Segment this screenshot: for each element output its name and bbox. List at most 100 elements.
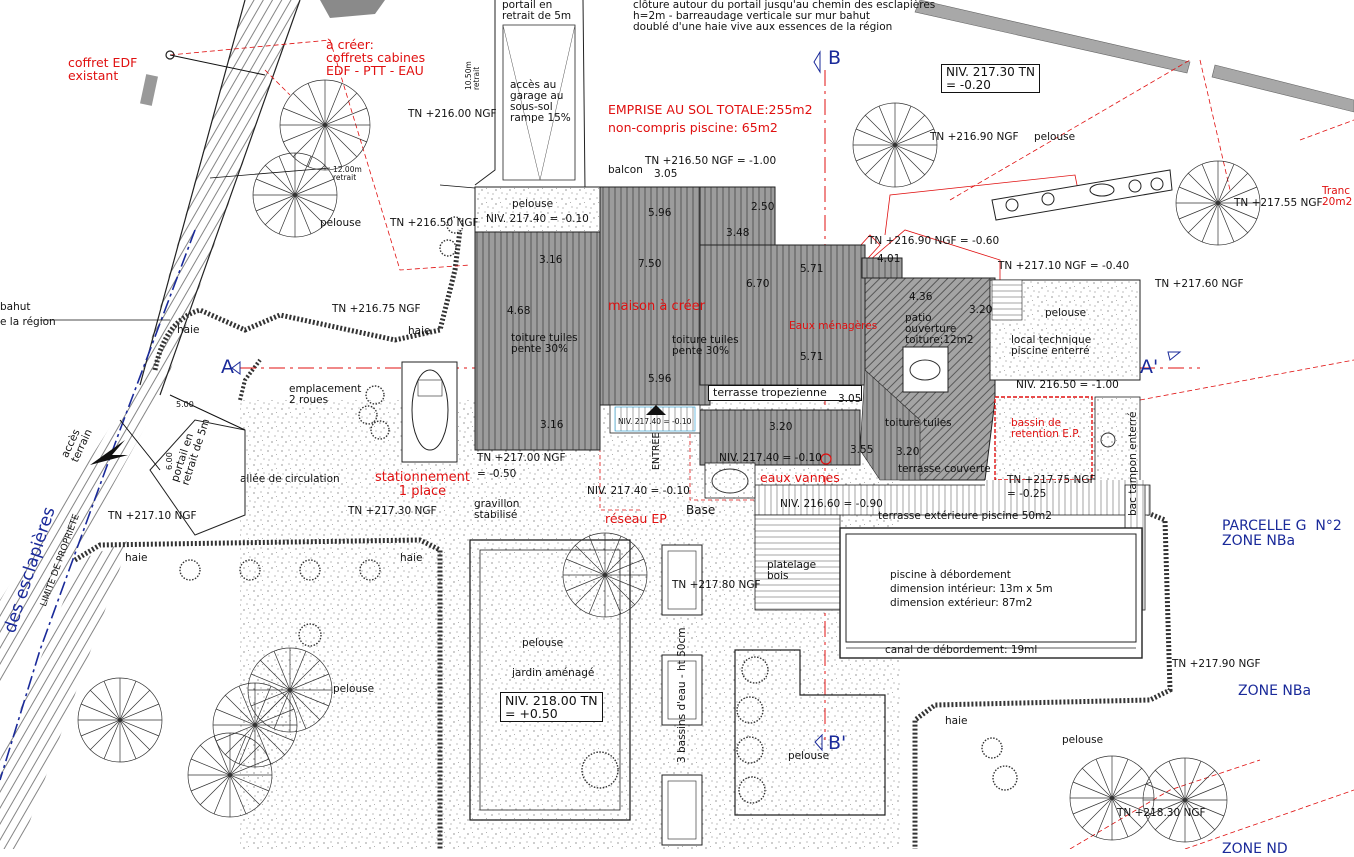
- dim-571-bottom: 5.71: [800, 351, 824, 363]
- terrasse-tropezienne-box: terrasse tropezienne: [708, 385, 862, 401]
- section-a-prime-label: A': [1140, 356, 1159, 378]
- bassins-eau-label: 3 bassins d'eau - ht 50cm: [676, 627, 688, 763]
- tn-216-50-balcon: TN +216.50 NGF = -1.00: [645, 155, 777, 167]
- balcon-label: balcon: [608, 164, 643, 176]
- section-b-label: B: [828, 47, 842, 69]
- platelage-label: platelage bois: [767, 559, 817, 583]
- niv-216-60: NIV. 216.60 = -0.90: [780, 498, 883, 510]
- pelouse-top-right: pelouse: [1034, 131, 1076, 143]
- tn-216-90-b: TN +216.90 NGF = -0.60: [868, 235, 1000, 247]
- local-technique-label: local technique piscine enterré: [1011, 334, 1092, 358]
- terrasse-couverte-label: terrasse couverte: [898, 463, 991, 475]
- tn-217-00-b: = -0.50: [477, 468, 517, 480]
- tn-217-30: TN +217.30 NGF: [348, 505, 437, 517]
- portail-top-label: portail en retrait de 5m: [502, 0, 572, 23]
- niv-216-50: NIV. 216.50 = -1.00: [1016, 379, 1119, 391]
- coffret-edf-label: coffret EDF existant: [68, 55, 138, 84]
- parcelle-label: PARCELLE G N°2 ZONE NBa: [1222, 518, 1342, 549]
- toiture-label-3: toiture tuiles: [885, 417, 952, 429]
- zone-nd-label: ZONE ND: [1222, 841, 1288, 857]
- bahut-label: bahut e la région: [0, 301, 56, 328]
- haie-label-1: haie: [177, 324, 200, 336]
- emplacement-2-roues-label: emplacement 2 roues: [289, 383, 362, 407]
- tn-217-75-b: = -0.25: [1007, 488, 1047, 500]
- retrait-1200-label: 12.00m retrait: [333, 165, 362, 182]
- pelouse-bottom: pelouse: [788, 750, 830, 762]
- tn-217-10: TN +217.10 NGF = -0.40: [998, 260, 1130, 272]
- dim-320-left: 3.20: [769, 421, 793, 433]
- toiture-label-1: toiture tuiles pente 30%: [511, 332, 578, 356]
- niv-217-40-terrace: NIV. 217.40 = -0.10: [486, 213, 589, 225]
- pelouse-right: pelouse: [1062, 734, 1104, 746]
- dim-355: 3.55: [850, 444, 874, 456]
- patio-label: patio ouverture toiture:12m2: [905, 312, 974, 347]
- niv-218-00-box: NIV. 218.00 TN = +0.50: [500, 692, 603, 723]
- toiture-label-2: toiture tuiles pente 30%: [672, 334, 739, 358]
- jardin-amenage-label: jardin aménagé: [512, 667, 595, 679]
- dim-596-top: 5.96: [648, 207, 672, 219]
- zone-nba-label: ZONE NBa: [1238, 683, 1312, 699]
- tn-218-30: TN +218.30 NGF: [1117, 807, 1206, 819]
- dim-401: 4.01: [877, 253, 901, 265]
- pelouse-left: pelouse: [320, 217, 362, 229]
- entree-label: ENTREE: [651, 432, 662, 470]
- tn-217-90: TN +217.90 NGF: [1172, 658, 1261, 670]
- a-creer-label: à créer: coffrets cabines EDF - PTT - EA…: [326, 37, 426, 79]
- maison-label: maison à créer: [608, 299, 705, 314]
- tn-217-60: TN +217.60 NGF: [1155, 278, 1244, 290]
- emprise-label: EMPRISE AU SOL TOTALE:255m2 non-compris …: [608, 102, 813, 136]
- eaux-vannes-label: eaux vannes: [760, 470, 840, 485]
- dim-348: 3.48: [726, 227, 750, 239]
- eaux-menageres-label: Eaux ménagères: [789, 320, 878, 332]
- tn-216-50: TN +216.50 NGF: [390, 217, 479, 229]
- pelouse-bottom-left: pelouse: [333, 683, 375, 695]
- allee-circulation-label: allée de circulation: [240, 473, 340, 485]
- stationnement-label: stationnement 1 place: [375, 470, 470, 499]
- tn-217-55: TN +217.55 NGF: [1234, 197, 1323, 209]
- base-label: Base: [686, 503, 716, 517]
- niv-217-30-box: NIV. 217.30 TN = -0.20: [941, 64, 1040, 94]
- dim-600: 6.00: [165, 452, 174, 470]
- haie-label-2: haie: [408, 325, 431, 337]
- dim-750: 7.50: [638, 258, 662, 270]
- pelouse-terrace: pelouse: [512, 198, 554, 210]
- pelouse-local: pelouse: [1045, 307, 1087, 319]
- bac-tampon-label: bac tampon enterré: [1127, 411, 1139, 516]
- dim-571-top: 5.71: [800, 263, 824, 275]
- terrasse-exterieure-label: terrasse extérieure piscine 50m2: [878, 510, 1052, 522]
- bassin-retention-label: bassin de retention E.P.: [1011, 417, 1081, 441]
- dim-500: 5.00: [176, 400, 194, 409]
- dim-320-patio: 3.20: [969, 304, 993, 316]
- retrait-1050-label: 10.50m retrait: [464, 61, 481, 90]
- tranche-label: Tranc 20m2: [1322, 185, 1353, 209]
- niv-217-40-entree: NIV. 217.40 = -0.10: [618, 417, 692, 426]
- section-a-label: A: [221, 356, 234, 378]
- dim-436: 4.36: [909, 291, 933, 303]
- tn-217-10-left: TN +217.10 NGF: [108, 510, 197, 522]
- dim-468: 4.68: [507, 305, 531, 317]
- dim-596-bottom: 5.96: [648, 373, 672, 385]
- acces-garage-label: accès au garage au sous-sol rampe 15%: [510, 79, 571, 125]
- cloture-note: clôture autour du portail jusqu'au chemi…: [633, 0, 936, 34]
- tn-216-90: TN +216.90 NGF: [930, 131, 1019, 143]
- haie-label-3: haie: [125, 552, 148, 564]
- dim-670: 6.70: [746, 278, 770, 290]
- niv-217-40-base: NIV. 217.40 = -0.10: [587, 485, 690, 497]
- tn-217-75: TN +217.75 NGF: [1007, 474, 1096, 486]
- tn-217-80: TN +217.80 NGF: [672, 579, 761, 591]
- canal-label: canal de débordement: 19ml: [885, 644, 1038, 656]
- tn-216-00: TN +216.00 NGF: [408, 108, 497, 120]
- pelouse-jardin: pelouse: [522, 637, 564, 649]
- haie-label-5: haie: [945, 715, 968, 727]
- dim-250: 2.50: [751, 201, 775, 213]
- tn-216-75: TN +216.75 NGF: [332, 303, 421, 315]
- dim-316-top: 3.16: [539, 254, 563, 266]
- piscine-label: piscine à débordement dimension intérieu…: [890, 569, 1053, 610]
- tn-217-00: TN +217.00 NGF: [477, 452, 566, 464]
- dim-305-bottom: 3.05: [838, 393, 862, 405]
- haie-label-4: haie: [400, 552, 423, 564]
- dim-305-top: 3.05: [654, 168, 678, 180]
- reseau-ep-label: réseau EP: [605, 511, 667, 526]
- dim-320-right: 3.20: [896, 446, 920, 458]
